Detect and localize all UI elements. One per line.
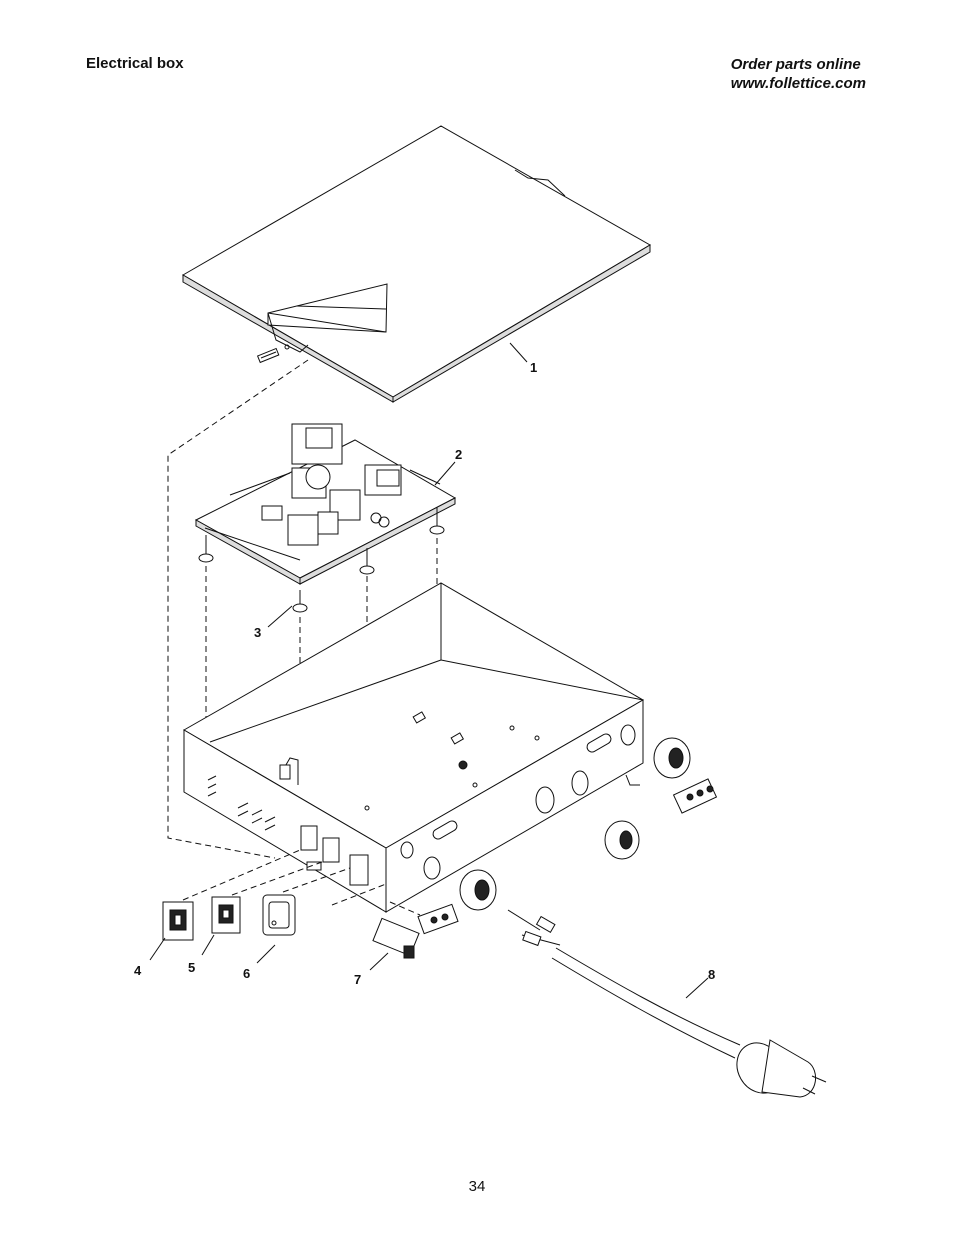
callout-4: 4	[134, 963, 142, 978]
power-cord-part-8	[507, 909, 827, 1098]
callout-1: 1	[530, 360, 537, 375]
standoff-part	[267, 590, 308, 628]
switch-part-5	[201, 896, 241, 956]
cover-part	[182, 125, 651, 403]
terminal-block-right	[672, 778, 718, 814]
callout-3: 3	[254, 625, 261, 640]
order-parts-text: Order parts online	[730, 56, 861, 73]
callout-7: 7	[354, 972, 361, 987]
section-title: Electrical box	[86, 55, 184, 72]
switch-part-4	[149, 901, 194, 961]
enclosure-box	[183, 582, 644, 913]
website-text: www.follettice.com	[730, 75, 866, 92]
callout-2: 2	[455, 447, 462, 462]
switch-part-6	[256, 894, 296, 964]
callout-5: 5	[188, 960, 195, 975]
control-board-part	[194, 423, 457, 585]
standoff-left	[198, 535, 214, 563]
order-info: Order parts online www.follettice.com	[731, 55, 866, 93]
callout-8: 8	[708, 967, 715, 982]
standoff-mid	[359, 548, 375, 575]
standoff-right	[429, 507, 445, 535]
strain-relief-fittings	[417, 737, 718, 935]
breaker-part-7	[369, 917, 420, 971]
page-number: 34	[468, 1178, 486, 1195]
callout-6: 6	[243, 966, 250, 981]
cover-screw	[256, 347, 280, 364]
terminal-block-left	[417, 903, 459, 935]
vent-slots	[207, 775, 276, 831]
